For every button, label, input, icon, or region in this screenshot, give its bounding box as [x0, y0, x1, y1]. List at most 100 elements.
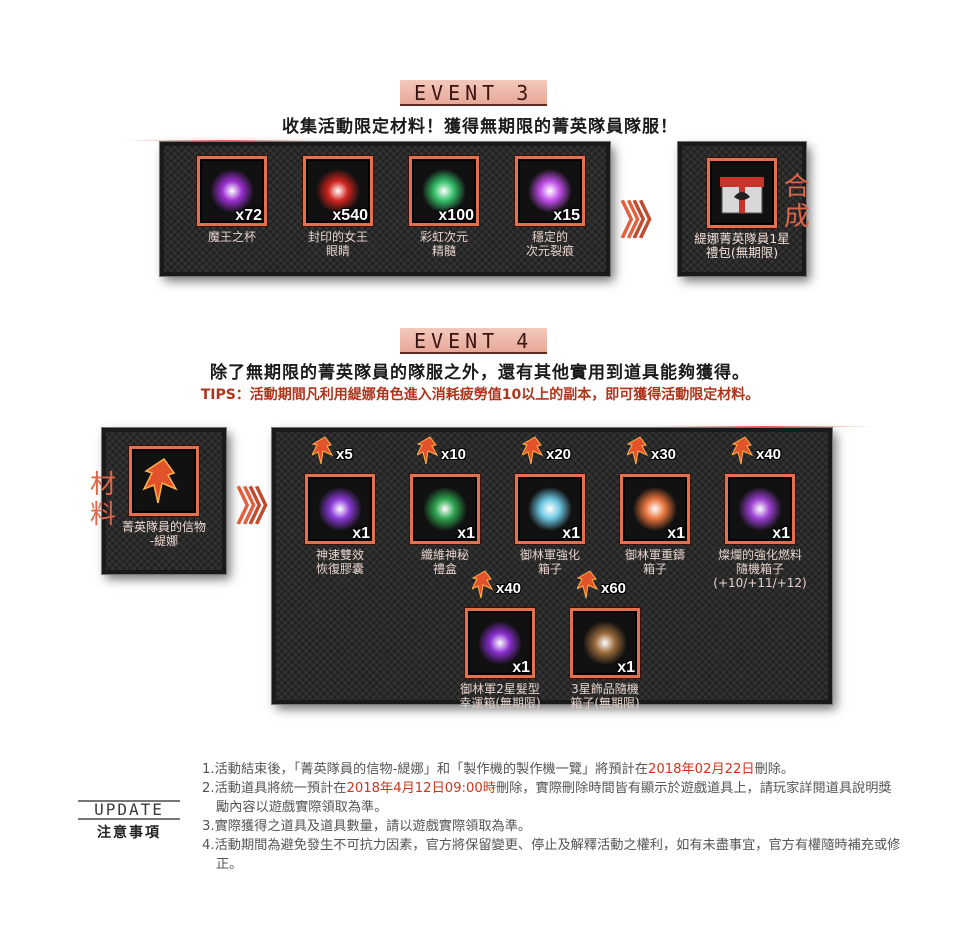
token-icon: [627, 436, 649, 465]
cost-value: x40: [756, 446, 782, 463]
note-text-tail: 刪除。: [754, 762, 795, 777]
item-frame: x1: [570, 608, 640, 678]
dimension-rift-icon: [528, 169, 572, 213]
note-item: 1.活動結束後，「菁英隊員的信物-緹娜」和「製作機的製作機一覽」將預計在2018…: [202, 760, 902, 779]
event4.rewards-item[interactable]: x60 x1 3星飾品隨機 箱子(無期限): [565, 570, 645, 710]
event4-material-panel: 菁英隊員的信物 -緹娜: [102, 428, 226, 574]
item-frame: x540: [303, 156, 373, 226]
item-name: 神速雙效 恢復膠囊: [315, 548, 364, 576]
item-frame: x1: [620, 474, 690, 544]
note-text: 4.活動期間為避免發生不可抗力因素，官方將保留變更、停止及解釋活動之權利，如有未…: [202, 838, 901, 872]
event4-tips: TIPS：活動期間凡利用緹娜角色進入消耗疲勞值10以上的副本，即可獲得活動限定材…: [200, 387, 760, 403]
item-name: 封印的女王 眼睛: [307, 230, 368, 258]
cost-value: x10: [441, 446, 467, 463]
item-name: 彩虹次元 精髓: [419, 230, 468, 258]
item-quantity: x15: [553, 207, 580, 224]
item-name: 穩定的 次元裂痕: [525, 230, 574, 258]
update-badge: UPDATE 注意事項: [78, 800, 180, 842]
event3.materials-item[interactable]: x15 穩定的 次元裂痕: [510, 156, 590, 258]
cost-label: x30: [615, 436, 705, 470]
item-name: 3星飾品隨機 箱子(無期限): [570, 682, 640, 710]
result-item-name: 緹娜菁英隊員1星 禮包(無期限): [694, 231, 790, 260]
item-quantity: x1: [562, 525, 580, 542]
enhance-box-icon: [528, 487, 572, 531]
result-item[interactable]: 緹娜菁英隊員1星 禮包(無期限): [694, 158, 790, 260]
token-icon: [522, 436, 544, 465]
cost-label: x10: [405, 436, 495, 470]
token-icon: [472, 570, 494, 599]
item-frame: x1: [410, 474, 480, 544]
event3.materials-item[interactable]: x72 魔王之杯: [192, 156, 272, 244]
item-quantity: x100: [438, 207, 474, 224]
item-frame: x1: [465, 608, 535, 678]
item-quantity: x1: [667, 525, 685, 542]
note-item: 3.實際獲得之道具及道具數量，請以遊戲實際領取為準。: [202, 817, 902, 836]
update-badge-subtitle: 注意事項: [97, 825, 161, 841]
cost-label: x60: [565, 570, 655, 604]
cost-value: x40: [496, 580, 522, 597]
item-frame: x15: [515, 156, 585, 226]
event4.rewards-item[interactable]: x40 x1 御林軍2星髮型 幸運箱(無期限): [459, 570, 541, 710]
note-date: 2018年4月12日09:00時: [346, 781, 496, 796]
note-date: 2018年02月22日: [647, 762, 755, 777]
elite-token-icon: [142, 457, 178, 504]
item-name: 燦爛的強化燃料 隨機箱子 (+10/+11/+12): [713, 548, 807, 590]
event4-headline: 除了無期限的菁英隊員的隊服之外，還有其他實用到道具能夠獲得。: [210, 363, 750, 383]
cost-label: x40: [460, 570, 550, 604]
event4-badge: EVENT 4: [400, 328, 548, 354]
event3-badge: EVENT 3: [400, 80, 548, 106]
recovery-capsule-icon: [318, 487, 362, 531]
cost-label: x5: [300, 436, 390, 470]
event3.materials-item[interactable]: x540 封印的女王 眼睛: [298, 156, 378, 258]
cost-label: x20: [510, 436, 600, 470]
notes-list: 1.活動結束後，「菁英隊員的信物-緹娜」和「製作機的製作機一覽」將預計在2018…: [202, 760, 902, 874]
item-frame: x72: [197, 156, 267, 226]
rainbow-essence-icon: [422, 169, 466, 213]
mystery-box-icon: [423, 487, 467, 531]
synthesis-label: 合成: [784, 172, 811, 232]
cost-value: x5: [336, 446, 353, 463]
item-name: 御林軍強化 箱子: [519, 548, 580, 576]
cost-value: x20: [546, 446, 572, 463]
item-quantity: x72: [235, 207, 262, 224]
note-item: 2.活動道具將統一預計在2018年4月12日09:00時刪除，實際刪除時間皆有顯…: [202, 779, 902, 817]
wooden-chest-icon: [583, 621, 627, 665]
event4.rewards-item[interactable]: x5 x1 神速雙效 恢復膠囊: [300, 436, 380, 576]
item-quantity: x1: [457, 525, 475, 542]
token-icon: [312, 436, 334, 465]
event3.materials-item[interactable]: x100 彩虹次元 精髓: [404, 156, 484, 258]
item-quantity: x1: [512, 659, 530, 676]
item-name: 魔王之杯: [207, 230, 256, 244]
item-quantity: x540: [332, 207, 368, 224]
token-icon: [732, 436, 754, 465]
event3-result-panel: 緹娜菁英隊員1星 禮包(無期限): [678, 142, 806, 276]
event3-headline: 收集活動限定材料！獲得無期限的菁英隊員隊服！: [282, 117, 678, 137]
item-name: 御林軍重鑄 箱子: [624, 548, 685, 576]
item-name: 御林軍2星髮型 幸運箱(無期限): [459, 682, 541, 710]
cost-value: x30: [651, 446, 677, 463]
arrow-right-icon-4: 》: [248, 484, 288, 530]
demon-cup-icon: [210, 169, 254, 213]
reforge-box-icon: [633, 487, 677, 531]
cost-value: x60: [601, 580, 627, 597]
event4.rewards-item[interactable]: x20 x1 御林軍強化 箱子: [510, 436, 590, 576]
material-item-name: 菁英隊員的信物 -緹娜: [121, 520, 206, 548]
item-quantity: x1: [352, 525, 370, 542]
event4.rewards-item[interactable]: x30 x1 御林軍重鑄 箱子: [615, 436, 695, 576]
fuel-chest-icon: [738, 487, 782, 531]
note-text: 3.實際獲得之道具及道具數量，請以遊戲實際領取為準。: [202, 819, 532, 834]
token-icon: [577, 570, 599, 599]
note-text: 1.活動結束後，「菁英隊員的信物-緹娜」和「製作機的製作機一覽」將預計在: [202, 762, 648, 777]
result-item-frame: [707, 158, 777, 228]
item-quantity: x1: [617, 659, 635, 676]
material-label: 材料: [90, 470, 117, 530]
hair-lucky-bag-icon: [478, 621, 522, 665]
material-item[interactable]: 菁英隊員的信物 -緹娜: [122, 446, 206, 548]
arrow-right-icon-2: 》: [632, 198, 672, 244]
token-icon: [417, 436, 439, 465]
item-frame: x1: [725, 474, 795, 544]
note-text: 2.活動道具將統一預計在: [202, 781, 347, 796]
